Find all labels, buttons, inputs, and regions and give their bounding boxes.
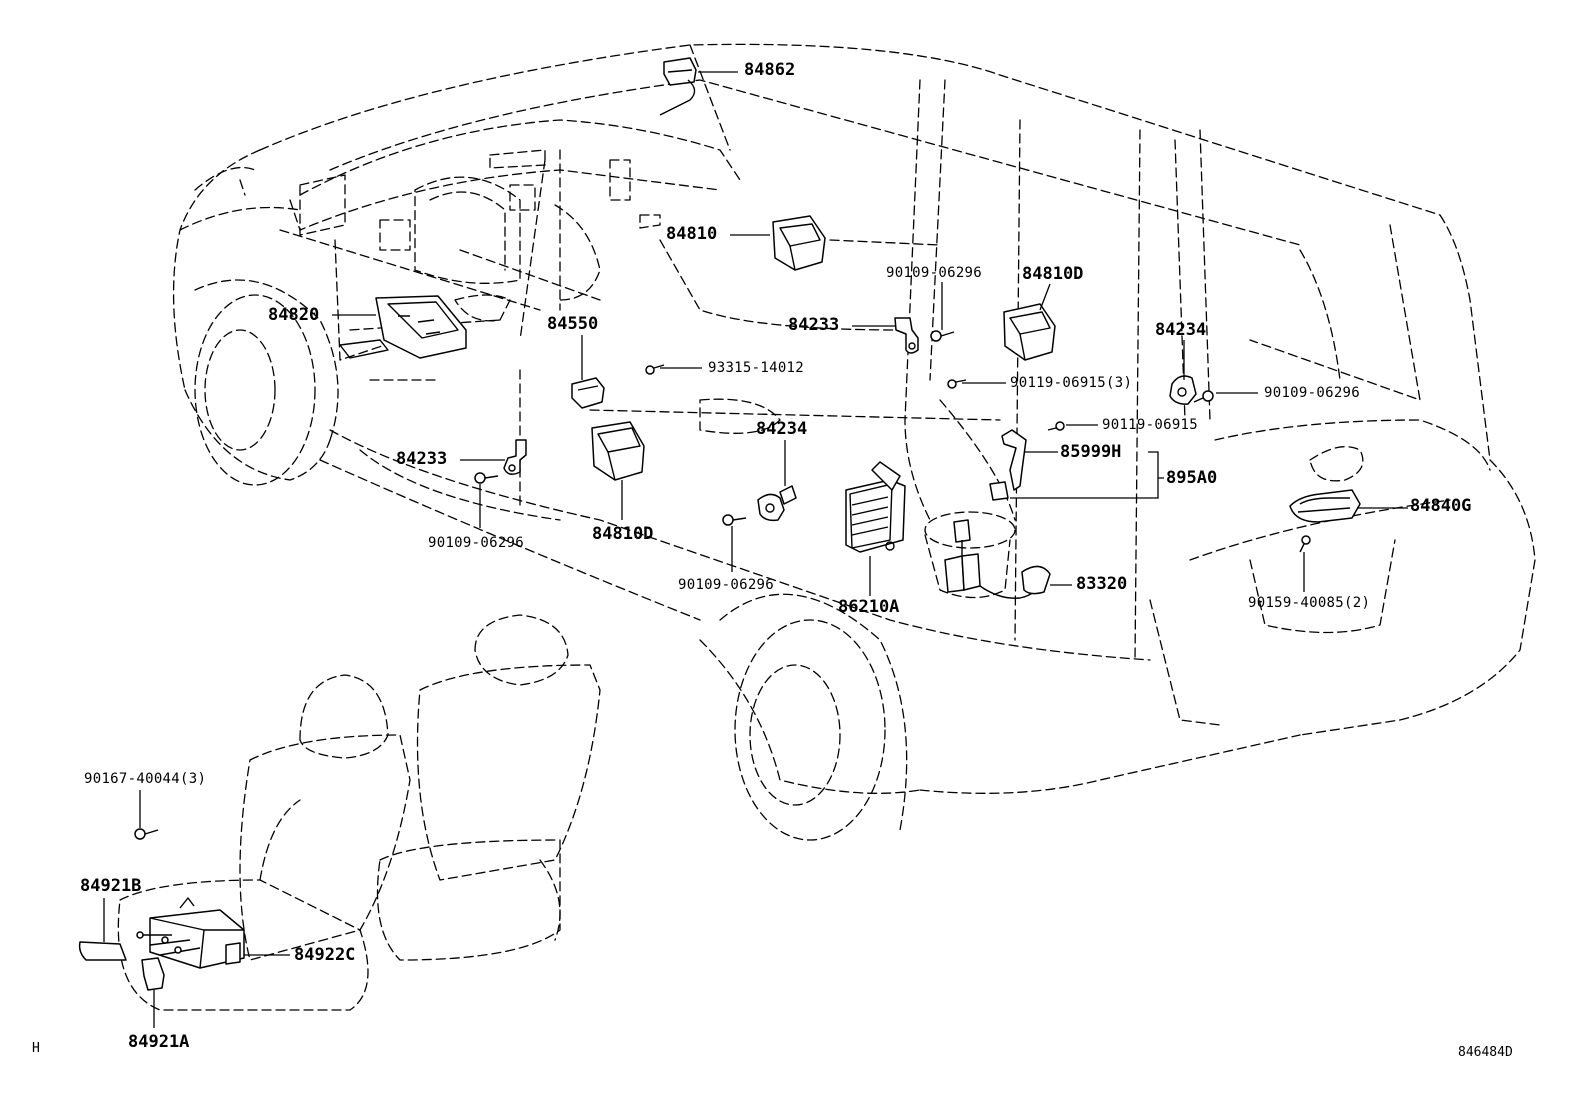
bolt-icon bbox=[645, 364, 665, 375]
bolt-icon bbox=[1193, 390, 1214, 403]
part-83320-sensor bbox=[944, 519, 1051, 599]
label-bolt-90119-06915-3: 90119-06915(3) bbox=[1010, 375, 1133, 391]
label-84234-mid: 84234 bbox=[756, 419, 808, 439]
bolt-icon bbox=[947, 379, 967, 389]
part-84810d-switch-rear bbox=[1003, 303, 1056, 361]
part-84233-bracket-right bbox=[894, 317, 919, 354]
label-84840g: 84840G bbox=[1410, 496, 1472, 516]
illustration-id: 846484D bbox=[1458, 1045, 1513, 1060]
label-bolt-90159-40085-2: 90159-40085(2) bbox=[1248, 595, 1371, 611]
part-84234-sensor-right bbox=[1169, 375, 1197, 405]
bolt-icon bbox=[722, 514, 747, 526]
label-bolt-90109-06296-a: 90109-06296 bbox=[886, 265, 983, 281]
part-84550-switch bbox=[571, 377, 605, 409]
part-86210a-ecu bbox=[845, 461, 906, 553]
label-84862: 84862 bbox=[744, 60, 796, 80]
label-84820: 84820 bbox=[268, 305, 320, 325]
label-83320: 83320 bbox=[1076, 574, 1128, 594]
part-84922c-seat-switch bbox=[136, 897, 245, 969]
label-84921b: 84921B bbox=[80, 876, 142, 896]
bolt-icon bbox=[1047, 421, 1065, 431]
vehicle-body-outline bbox=[172, 43, 1536, 841]
label-bolt-90167-40044-3: 90167-40044(3) bbox=[84, 771, 207, 787]
label-84922c: 84922C bbox=[294, 945, 356, 965]
part-84233-bracket-left bbox=[503, 439, 527, 475]
label-bolt-93315-14012: 93315-14012 bbox=[708, 360, 805, 376]
label-84921a: 84921A bbox=[128, 1032, 190, 1052]
bolt-icon bbox=[134, 828, 159, 840]
label-84233-top: 84233 bbox=[788, 315, 840, 335]
bolt-icon bbox=[1299, 535, 1311, 553]
leader-lines bbox=[103, 71, 1408, 1028]
part-84840g-switch bbox=[1289, 489, 1361, 523]
label-84810d-low: 84810D bbox=[592, 524, 654, 544]
label-84233-left: 84233 bbox=[396, 449, 448, 469]
seats-outline bbox=[117, 614, 601, 1011]
part-84921a-knob bbox=[141, 957, 165, 991]
label-84550: 84550 bbox=[547, 314, 599, 334]
label-86210a: 86210A bbox=[838, 597, 900, 617]
corner-mark: H bbox=[32, 1041, 40, 1056]
bolt-icon bbox=[474, 472, 499, 484]
part-85999h-harness bbox=[989, 429, 1027, 501]
part-84810-switch bbox=[772, 215, 826, 271]
bolts bbox=[134, 330, 1311, 840]
label-84234-right: 84234 bbox=[1155, 320, 1207, 340]
label-84810d-top: 84810D bbox=[1022, 264, 1084, 284]
bolt-icon bbox=[930, 330, 955, 342]
label-895a0: 895A0 bbox=[1166, 468, 1218, 488]
label-85999h: 85999H bbox=[1060, 442, 1122, 462]
part-84921b-knob bbox=[78, 941, 127, 961]
part-84820-master-switch bbox=[339, 295, 467, 359]
label-84810: 84810 bbox=[666, 224, 718, 244]
label-bolt-90109-06296-c: 90109-06296 bbox=[428, 535, 525, 551]
part-84862-switch bbox=[659, 57, 697, 116]
part-84810d-switch-front bbox=[591, 421, 645, 481]
part-84234-sensor-mid bbox=[757, 485, 797, 522]
label-bolt-90119-06915: 90119-06915 bbox=[1102, 417, 1199, 433]
label-bolt-90109-06296-d: 90109-06296 bbox=[678, 577, 775, 593]
label-bolt-90109-06296-b: 90109-06296 bbox=[1264, 385, 1361, 401]
